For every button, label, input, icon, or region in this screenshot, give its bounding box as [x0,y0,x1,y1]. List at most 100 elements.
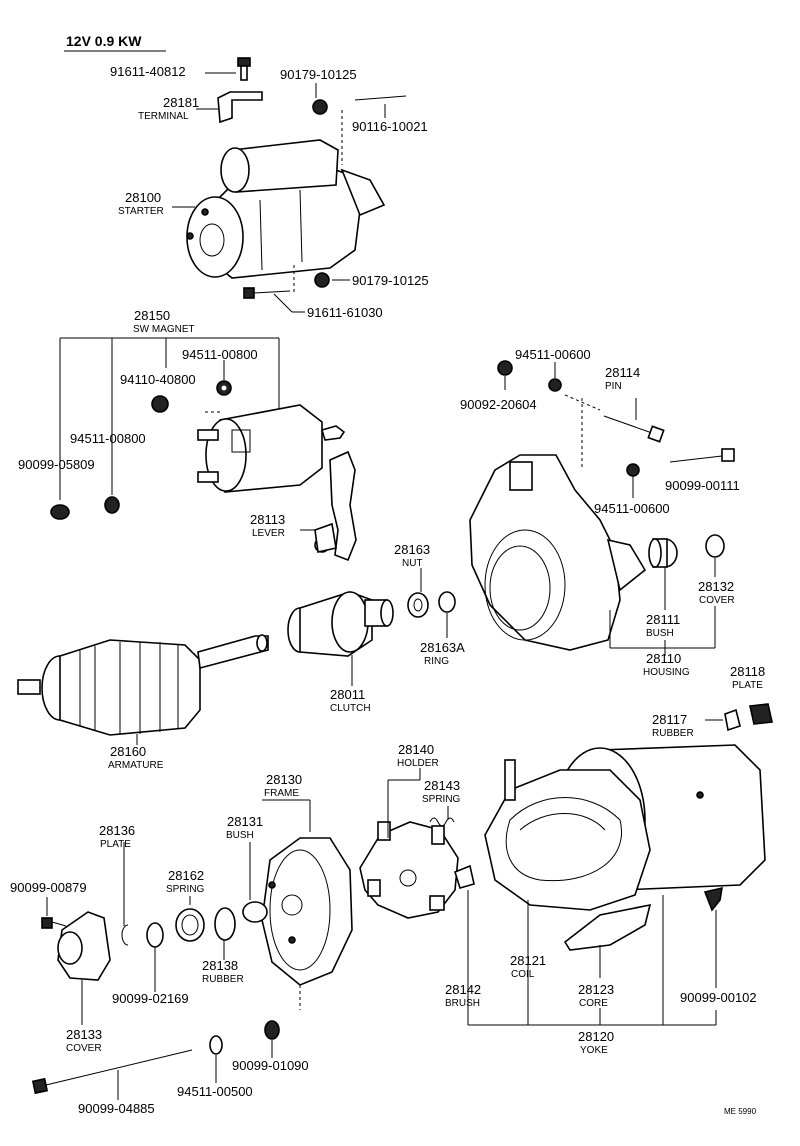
bolt-91611-40812 [237,57,251,81]
bush-28111 [648,538,678,568]
label-94511-00800-b: 94511-00800 [70,431,146,446]
label-90179-10125-bottom: 90179-10125 [352,273,429,288]
label-28011: 28011 [330,687,365,702]
label-28100: 28100 [125,190,161,205]
brush-holder [359,821,459,919]
nut-90179-bottom [314,272,330,288]
lever [314,450,357,562]
label-28181: 28181 [163,95,199,110]
bush-28131 [242,901,268,923]
label-28163: 28163 [394,542,430,557]
spring-28143 [429,817,455,827]
bolt-91611-61030 [243,287,291,299]
yoke [484,744,766,911]
long-bolt-90099-04885 [31,1049,193,1095]
label-94110-40800: 94110-40800 [120,372,196,387]
nut-90099-05809 [50,504,70,520]
label-frame: FRAME [264,788,299,799]
label-28132: 28132 [698,579,734,594]
starter-body [186,139,386,279]
label-90179-10125-top: 90179-10125 [280,67,357,82]
label-28114: 28114 [605,365,640,380]
terminal-bracket [217,91,263,124]
rubber-28117 [724,708,741,732]
label-yoke: YOKE [580,1045,608,1056]
label-91611-61030: 91611-61030 [307,305,383,320]
label-28120: 28120 [578,1029,614,1044]
label-90116-10021: 90116-10021 [352,119,428,134]
label-90092-20604: 90092-20604 [460,397,537,412]
nut-94511-00600-a [548,378,562,392]
cover-28133 [57,911,111,981]
nut-90099-01090 [264,1020,280,1040]
sw-magnet [197,404,346,493]
washer-94511-00500 [209,1035,223,1055]
label-28121: 28121 [510,953,546,968]
label-plate-28118: PLATE [732,680,763,691]
label-90099-00879: 90099-00879 [10,880,87,895]
washer-90099-02169 [146,922,164,948]
label-90099-05809: 90099-05809 [18,457,95,472]
label-28138: 28138 [202,958,238,973]
label-core: CORE [579,998,608,1009]
ring-28163a [438,591,456,613]
nut-94110 [151,395,169,413]
plate-28136 [121,924,129,946]
label-28111: 28111 [646,612,680,627]
label-28117: 28117 [652,712,687,727]
label-armature: ARMATURE [108,760,164,771]
label-28130: 28130 [266,772,302,787]
nut-94511-00600-b [626,463,640,477]
label-94511-00500: 94511-00500 [177,1084,253,1099]
cover-28132 [705,534,725,558]
label-28163a: 28163A [420,640,465,655]
label-28160: 28160 [110,744,146,759]
label-pin: PIN [605,381,622,392]
label-90099-02169: 90099-02169 [112,991,189,1006]
label-28140: 28140 [398,742,434,757]
label-28143: 28143 [424,778,460,793]
core-28123 [563,903,652,951]
label-bush-28131: BUSH [226,830,254,841]
label-90099-00102: 90099-00102 [680,990,757,1005]
nut-94511-00800-b [104,496,120,514]
plate-28118 [749,703,773,725]
nut-94511-00800-a [216,380,232,396]
screw-90099-00102 [703,886,723,912]
frame-28130 [261,837,353,986]
label-ring: RING [424,656,449,667]
label-28110: 28110 [646,651,681,666]
clutch [287,591,394,657]
spring-28162 [175,908,205,942]
label-sw-magnet: SW MAGNET [133,324,195,335]
label-90099-04885: 90099-04885 [78,1101,155,1116]
label-91611-40812: 91611-40812 [110,64,186,79]
bolt-90099-00111 [669,448,735,463]
label-28162: 28162 [168,868,204,883]
label-90099-01090: 90099-01090 [232,1058,309,1073]
label-coil: COIL [511,969,535,980]
label-28150: 28150 [134,308,170,323]
label-bush-28111: BUSH [646,628,674,639]
label-lever: LEVER [252,528,285,539]
label-spring-28162: SPRING [166,884,205,895]
rubber-28138 [214,907,236,941]
housing [469,454,647,651]
footer-code: ME 5990 [724,1107,757,1116]
nut-90179-top [312,99,328,115]
nut-90092 [497,360,513,376]
label-28118: 28118 [730,664,765,679]
label-28133: 28133 [66,1027,102,1042]
label-brush: BRUSH [445,998,480,1009]
label-94511-00800-a: 94511-00800 [182,347,258,362]
label-28142: 28142 [445,982,481,997]
label-28136: 28136 [99,823,135,838]
label-90099-00111: 90099-00111 [665,478,740,493]
brush-28142 [454,864,475,889]
label-plate-28136: PLATE [100,839,131,850]
armature [17,634,269,736]
label-starter: STARTER [118,206,164,217]
stud-90116 [354,95,407,101]
nut-28163 [407,592,429,618]
